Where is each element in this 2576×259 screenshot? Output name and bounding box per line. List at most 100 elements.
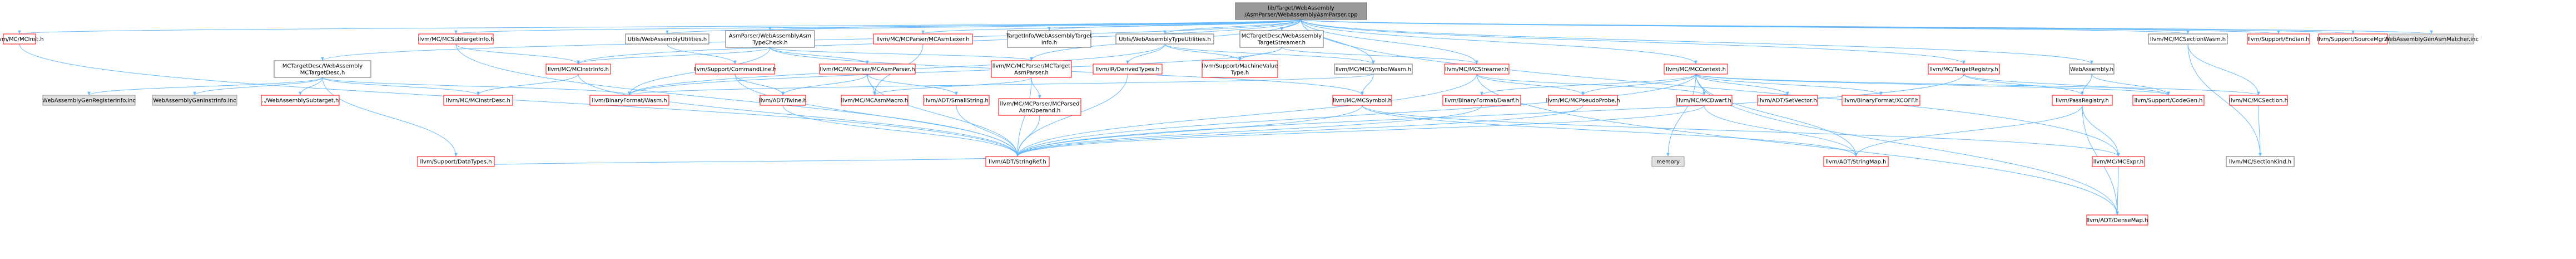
node-binaryformatwasm[interactable]: llvm/BinaryFormat/Wasm.h (589, 95, 669, 106)
node-datatypes[interactable]: llvm/Support/DataTypes.h (417, 156, 495, 167)
node-targetregistry[interactable]: llvm/MC/TargetRegistry.h (1928, 63, 2000, 75)
node-endian[interactable]: llvm/Support/Endian.h (2247, 33, 2310, 45)
node-utilswautilities-label-line: Utils/WebAssemblyUtilities.h (628, 37, 707, 43)
edge-typeutilities-to-mcsymbolwasm (1164, 43, 1375, 65)
node-typeutilities-label-line: Utils/WebAssemblyTypeUtilities.h (1119, 37, 1211, 43)
node-mcdwarf[interactable]: llvm/MC/MCDwarf.h (1676, 95, 1733, 106)
node-mcasmlexer[interactable]: llvm/MC/MCParser/MCAsmLexer.h (873, 33, 973, 45)
edge-mctargetdesc-to-mcinstrdesc (322, 77, 480, 96)
node-mcexpr[interactable]: llvm/MC/MCExpr.h (2092, 156, 2145, 167)
node-mcasmparser[interactable]: llvm/MC/MCParser/MCAsmParser.h (819, 63, 916, 75)
node-typeutilities[interactable]: Utils/WebAssemblyTypeUtilities.h (1115, 33, 1214, 45)
node-webassemblyh[interactable]: WebAssembly.h (2069, 63, 2115, 75)
edge-mcsectionwasm-to-mcsection (2187, 43, 2260, 96)
node-mcsection[interactable]: llvm/MC/MCSection.h (2229, 95, 2288, 106)
node-targetregistry-label-line: llvm/MC/TargetRegistry.h (1929, 67, 1998, 73)
edge-mcstreamer-to-stringref (1016, 74, 1477, 157)
node-mcsubtargetinfo[interactable]: llvm/MC/MCSubtargetInfo.h (418, 33, 494, 45)
node-densemap[interactable]: llvm/ADT/DenseMap.h (2086, 214, 2148, 226)
edge-root-to-utilswautilities (666, 19, 1302, 35)
node-targetinfo-label-line: Info.h (1041, 40, 1057, 46)
node-mccontext[interactable]: llvm/MC/MCContext.h (1664, 63, 1728, 75)
node-binaryformatdwarf[interactable]: llvm/BinaryFormat/Dwarf.h (1442, 95, 1521, 106)
node-twine-box (760, 95, 806, 106)
edge-targetstreamer-to-machinevaluetype (1238, 47, 1282, 61)
node-targetstreamer-label-line: MCTargetDesc/WebAssembly (1242, 33, 1322, 40)
node-genasmmatcher-box (2389, 33, 2474, 45)
node-datatypes-box (417, 156, 495, 167)
node-utilswautilities[interactable]: Utils/WebAssemblyUtilities.h (625, 33, 709, 45)
node-mcinstrdesc-label-line: llvm/MC/MCInstrDesc.h (446, 98, 510, 104)
node-mcinstrinfo-box (545, 63, 611, 75)
node-binaryformatxcoff[interactable]: llvm/BinaryFormat/XCOFF.h (1842, 95, 1920, 106)
node-mcasmparser-label-line: llvm/MC/MCParser/MCAsmParser.h (820, 67, 915, 73)
node-mcinstrinfo[interactable]: llvm/MC/MCInstrInfo.h (545, 63, 611, 75)
node-binaryformatdwarf-label-line: llvm/BinaryFormat/Dwarf.h (1445, 98, 1519, 104)
node-targetregistry-box (1928, 63, 2000, 75)
node-mccontext-label-line: llvm/MC/MCContext.h (1666, 67, 1726, 73)
node-mcinstrdesc[interactable]: llvm/MC/MCInstrDesc.h (443, 95, 513, 106)
node-genregisterinfo: WebAssemblyGenRegisterInfo.inc (42, 95, 136, 106)
edge-asmtypecheck-to-mcinstrinfo (577, 47, 771, 65)
edge-mccontext-to-setvector (1695, 74, 1789, 96)
node-derivedtypes[interactable]: llvm/IR/DerivedTypes.h (1093, 63, 1163, 75)
node-twine[interactable]: llvm/ADT/Twine.h (759, 95, 807, 106)
node-memory-box (1651, 156, 1685, 167)
node-targetinfo-label-line: TargetInfo/WebAssemblyTarget (1006, 33, 1092, 40)
node-root[interactable]: lib/Target/WebAssembly/AsmParser/WebAsse… (1235, 2, 1367, 20)
node-codegen[interactable]: llvm/Support/CodeGen.h (2132, 95, 2205, 106)
node-root-label-line: lib/Target/WebAssembly (1268, 6, 1334, 12)
node-mctargetasmparser-label-line: llvm/MC/MCParser/MCTarget (992, 63, 1070, 70)
edge-mccontext-to-codegen (1695, 74, 2170, 96)
node-memory: memory (1651, 156, 1685, 167)
node-mcdwarf-label-line: llvm/MC/MCDwarf.h (1677, 98, 1731, 104)
edge-targetstreamer-to-mcstreamer (1281, 47, 1478, 65)
node-sourcemgr[interactable]: llvm/Support/SourceMgr.h (2317, 33, 2389, 45)
node-wasubtarget-label-line: ../WebAssemblySubtarget.h (262, 98, 339, 104)
node-machinevaluetype-box (1202, 60, 1278, 78)
node-targetinfo-box (1007, 30, 1091, 48)
node-mcsymbolwasm[interactable]: llvm/MC/MCSymbolWasm.h (1334, 63, 1413, 75)
node-sectionkind-label-line: llvm/MC/SectionKind.h (2229, 159, 2291, 165)
node-stringmap[interactable]: llvm/ADT/StringMap.h (1823, 156, 1889, 167)
edge-mctargetdesc-to-wasubtarget (299, 77, 323, 96)
node-passregistry[interactable]: llvm/PassRegistry.h (2052, 95, 2113, 106)
node-mcsymbol[interactable]: llvm/MC/MCSymbol.h (1332, 95, 1392, 106)
node-genasmmatcher: WebAssemblyGenAsmMatcher.inc (2384, 33, 2479, 45)
node-mcinst[interactable]: llvm/MC/MCInst.h (0, 33, 44, 45)
node-mcstreamer[interactable]: llvm/MC/MCStreamer.h (1444, 63, 1510, 75)
edge-mcasmparser-to-stringref (867, 74, 1019, 157)
node-mcsubtargetinfo-label-line: llvm/MC/MCSubtargetInfo.h (418, 37, 494, 43)
edge-mccontext-to-memory (1666, 74, 1696, 157)
node-geninstrinfo-label-line: WebAssemblyGenInstrInfo.inc (153, 98, 236, 104)
edge-mcsymbol-to-stringref (1016, 105, 1363, 157)
node-asmtypecheck-box (725, 30, 815, 48)
node-wasubtarget[interactable]: ../WebAssemblySubtarget.h (261, 95, 340, 106)
node-mcinst-label-line: llvm/MC/MCInst.h (0, 37, 44, 43)
node-stringref[interactable]: llvm/ADT/StringRef.h (985, 156, 1050, 167)
edge-root-to-targetinfo (1048, 19, 1302, 31)
node-commandline[interactable]: llvm/Support/CommandLine.h (693, 63, 777, 75)
node-binaryformatwasm-box (589, 95, 669, 106)
node-sectionkind[interactable]: llvm/MC/SectionKind.h (2226, 156, 2295, 167)
edge-twine-to-stringref (782, 105, 1019, 157)
edge-mccontext-to-binaryformatdwarf (1480, 74, 1696, 96)
node-commandline-label-line: llvm/Support/CommandLine.h (693, 67, 776, 73)
node-mcstreamer-box (1444, 63, 1510, 75)
node-mcpseudoprobe[interactable]: llvm/MC/MCPseudoProbe.h (1546, 95, 1620, 106)
node-mcsectionwasm[interactable]: llvm/MC/MCSectionWasm.h (2148, 33, 2228, 45)
node-mcparsedasmoperand-label-line: AsmOperand.h (1019, 108, 1061, 114)
node-binaryformatxcoff-label-line: llvm/BinaryFormat/XCOFF.h (1843, 98, 1919, 104)
node-mcpseudoprobe-box (1548, 95, 1618, 106)
node-setvector[interactable]: llvm/ADT/SetVector.h (1757, 95, 1818, 106)
edge-mcparsedasmoperand-to-stringref (1016, 115, 1040, 157)
node-mcasmmacro[interactable]: llvm/MC/MCAsmMacro.h (841, 95, 909, 106)
node-smallstring[interactable]: llvm/ADT/SmallString.h (923, 95, 990, 106)
